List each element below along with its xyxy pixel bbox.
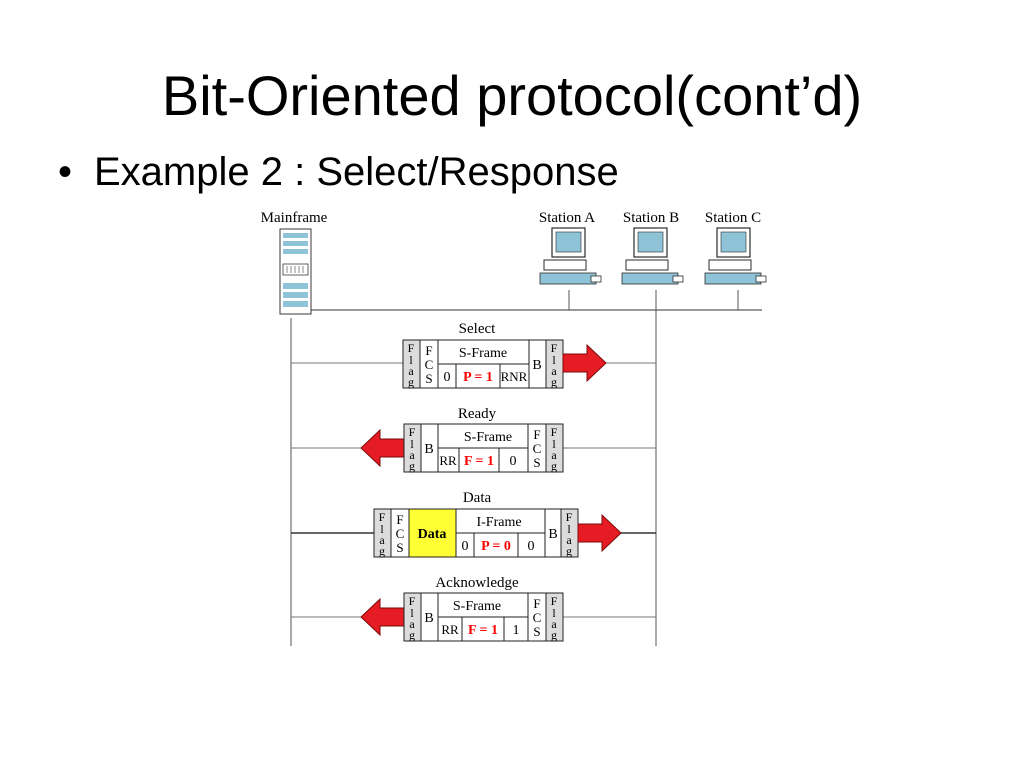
poll-final-bit: F = 1 (464, 454, 494, 469)
station-b-label: Station B (623, 210, 679, 226)
flag-letter: g (409, 628, 415, 642)
flag-letter: a (551, 617, 557, 631)
fcs-letter: C (425, 357, 434, 372)
flag-letter: a (551, 448, 557, 462)
flag-letter: g (409, 459, 415, 473)
control-field: RR (439, 453, 457, 468)
data-frame: Data F l a g F C S Data I-Frame 0 P = 0 … (373, 490, 622, 558)
ready-frame: Ready F l a g B S-Frame RR F = 1 0 F C S… (360, 406, 564, 473)
control-field: 0 (462, 539, 469, 554)
data-payload-text: Data (418, 527, 447, 542)
flag-letter: F (408, 341, 415, 355)
flag-letter: a (409, 448, 415, 462)
control-field: 0 (444, 370, 451, 385)
flag-letter: l (380, 522, 384, 536)
flag-letter: a (379, 533, 385, 547)
flag-field (545, 592, 564, 642)
control-header (455, 508, 546, 534)
flag-letter: F (551, 594, 558, 608)
bullet-dot: • (58, 150, 73, 194)
flag-letter: l (552, 353, 556, 367)
control-header (437, 339, 530, 365)
fcs-letter: S (533, 624, 540, 639)
flag-letter: F (551, 425, 558, 439)
frame-type: S-Frame (453, 599, 501, 614)
station-c-label: Station C (705, 210, 761, 226)
fcs-letter: C (533, 441, 542, 456)
fcs-letter: C (533, 610, 542, 625)
address-value: B (532, 358, 541, 373)
flag-letter: F (409, 594, 416, 608)
control-header (437, 423, 529, 449)
frame-type: S-Frame (464, 430, 512, 445)
arrow-left-icon (360, 428, 405, 468)
station-a-label: Station A (539, 210, 595, 226)
flag-letter: a (551, 364, 557, 378)
poll-final-bit: P = 0 (481, 539, 511, 554)
control-field: 0 (528, 539, 535, 554)
arrow-right-icon (577, 513, 622, 553)
arrow-right-icon (562, 343, 607, 383)
fcs-letter: S (533, 455, 540, 470)
poll-final-bit: F = 1 (468, 623, 498, 638)
flag-letter: g (566, 544, 572, 558)
control-field: RR (441, 622, 459, 637)
select-frame: Select F l a g F C S S-Frame 0 P = 1 RNR… (402, 321, 607, 389)
arrow-left-icon (360, 597, 405, 637)
ready-label: Ready (458, 406, 497, 422)
flag-field (545, 423, 564, 473)
mainframe-label: Mainframe (261, 210, 328, 226)
bullet-item: • Example 2 : Select/Response (58, 146, 619, 198)
select-label: Select (459, 321, 496, 337)
flag-letter: a (408, 364, 414, 378)
mainframe-icon (279, 228, 312, 315)
flag-letter: l (552, 606, 556, 620)
slide-title: Bit-Oriented protocol(cont’d) (161, 64, 863, 127)
flag-letter: l (409, 353, 413, 367)
fcs-letter: F (396, 512, 403, 527)
fcs-letter: C (396, 526, 405, 541)
flag-letter: l (410, 437, 414, 451)
control-field: 1 (513, 623, 520, 638)
station-b-icon (621, 227, 684, 285)
fcs-letter: F (533, 427, 540, 442)
fcs-letter: S (396, 540, 403, 555)
flag-letter: g (379, 544, 385, 558)
flag-letter: g (551, 375, 557, 389)
frame-type: I-Frame (476, 515, 521, 530)
flag-letter: F (379, 510, 386, 524)
data-payload-field (408, 508, 457, 558)
flag-letter: F (566, 510, 573, 524)
flag-letter: a (409, 617, 415, 631)
flag-letter: g (551, 628, 557, 642)
flag-letter: l (410, 606, 414, 620)
flag-letter: a (566, 533, 572, 547)
bullet-text: Example 2 : Select/Response (94, 150, 619, 194)
flag-letter: l (567, 522, 571, 536)
data-label: Data (463, 490, 492, 506)
ack-frame: Acknowledge F l a g B S-Frame RR F = 1 1… (360, 575, 564, 642)
ack-label: Acknowledge (435, 575, 519, 591)
poll-final-bit: P = 1 (463, 370, 493, 385)
flag-letter: l (552, 437, 556, 451)
address-value: B (424, 442, 433, 457)
station-a-icon (539, 227, 602, 285)
fcs-letter: F (533, 596, 540, 611)
frame-type: S-Frame (459, 346, 507, 361)
address-value: B (548, 527, 557, 542)
control-field: 0 (510, 454, 517, 469)
flag-letter: F (551, 341, 558, 355)
station-c-icon (704, 227, 767, 285)
address-value: B (424, 611, 433, 626)
control-field: RNR (501, 369, 528, 384)
fcs-letter: F (425, 343, 432, 358)
flag-letter: g (408, 375, 414, 389)
flag-letter: g (551, 459, 557, 473)
flag-letter: F (409, 425, 416, 439)
fcs-letter: S (425, 371, 432, 386)
